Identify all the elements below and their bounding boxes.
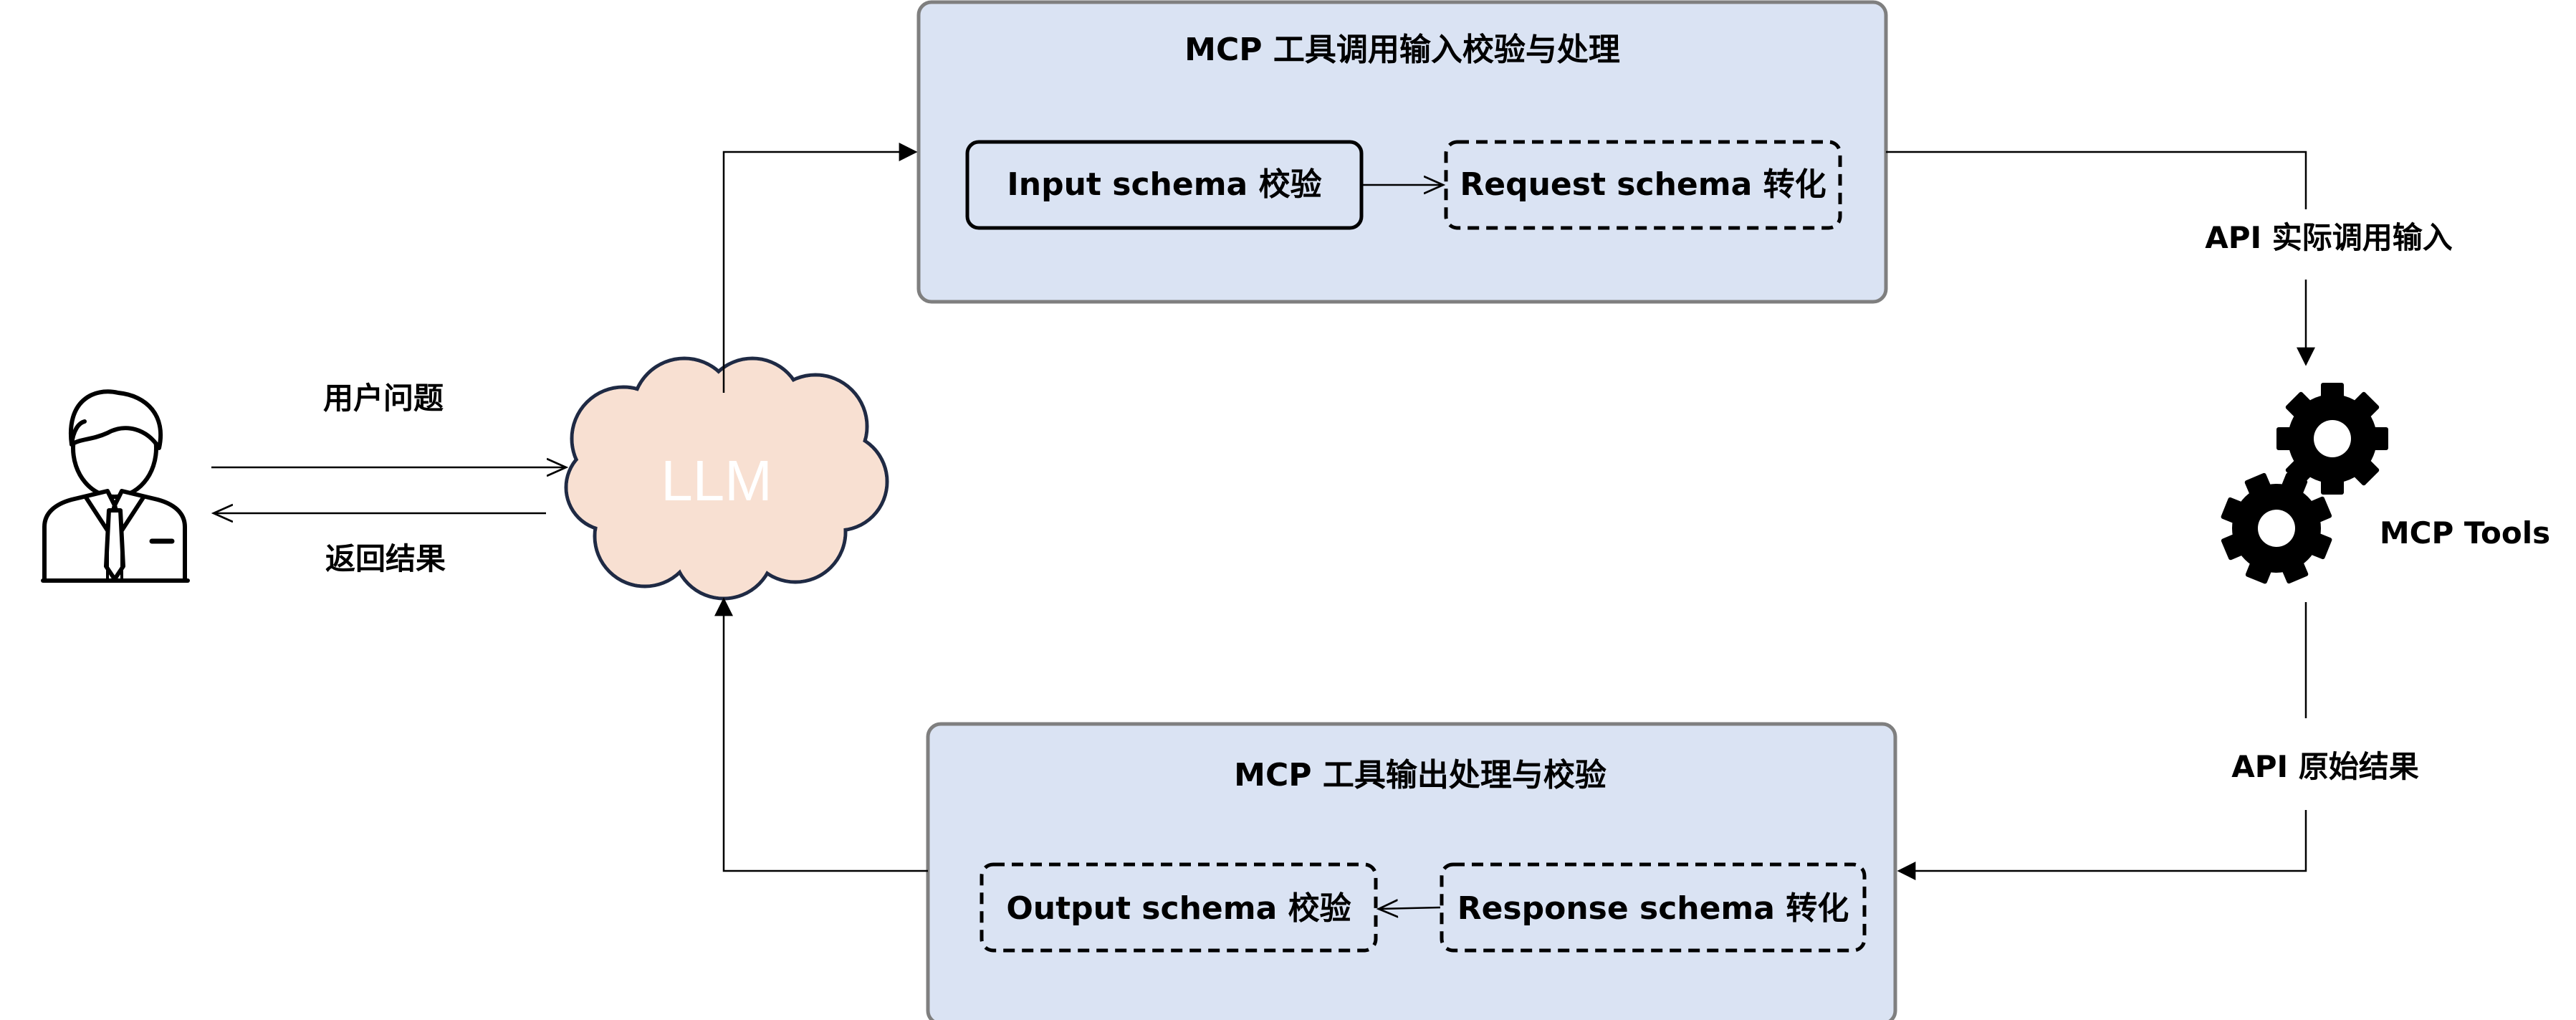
- api-input-label: API 实际调用输入: [2205, 220, 2453, 255]
- request-schema-box: [1444, 140, 1842, 230]
- output-processing-panel: MCP 工具输出处理与校验 Output schema 校验 Response …: [926, 722, 1897, 1020]
- input-panel-title: MCP 工具调用输入校验与处理: [1184, 32, 1620, 68]
- mcp-tools-label: MCP Tools: [2380, 515, 2550, 550]
- output-panel-title: MCP 工具输出处理与校验: [1234, 757, 1607, 793]
- response-to-output-arrow: [1379, 907, 1441, 909]
- user-question-label: 用户问题: [323, 381, 444, 416]
- llm-label: LLM: [661, 449, 772, 513]
- api-raw-result-label: API 原始结果: [2231, 749, 2419, 784]
- output-schema-label: Output schema 校验: [1006, 890, 1351, 927]
- input-schema-label: Input schema 校验: [1007, 166, 1321, 203]
- input-schema-box: [965, 140, 1364, 230]
- llm-to-input-arrow: [722, 143, 918, 393]
- return-result-label: 返回结果: [325, 541, 446, 576]
- api-result-to-output-arrow: [1897, 810, 2307, 880]
- llm-cloud: LLM: [564, 356, 889, 601]
- input-processing-panel: MCP 工具调用输入校验与处理 Input schema 校验 Request …: [916, 0, 1888, 304]
- output-to-llm-arrow: [714, 597, 928, 872]
- request-schema-label: Request schema 转化: [1460, 166, 1826, 203]
- gears-icon: [2221, 383, 2388, 584]
- response-schema-label: Response schema 转化: [1457, 890, 1849, 927]
- input-to-api-line: [1886, 151, 2307, 209]
- businessman-icon: [41, 389, 190, 583]
- response-schema-box: [1440, 862, 1867, 953]
- output-schema-box: [980, 862, 1378, 953]
